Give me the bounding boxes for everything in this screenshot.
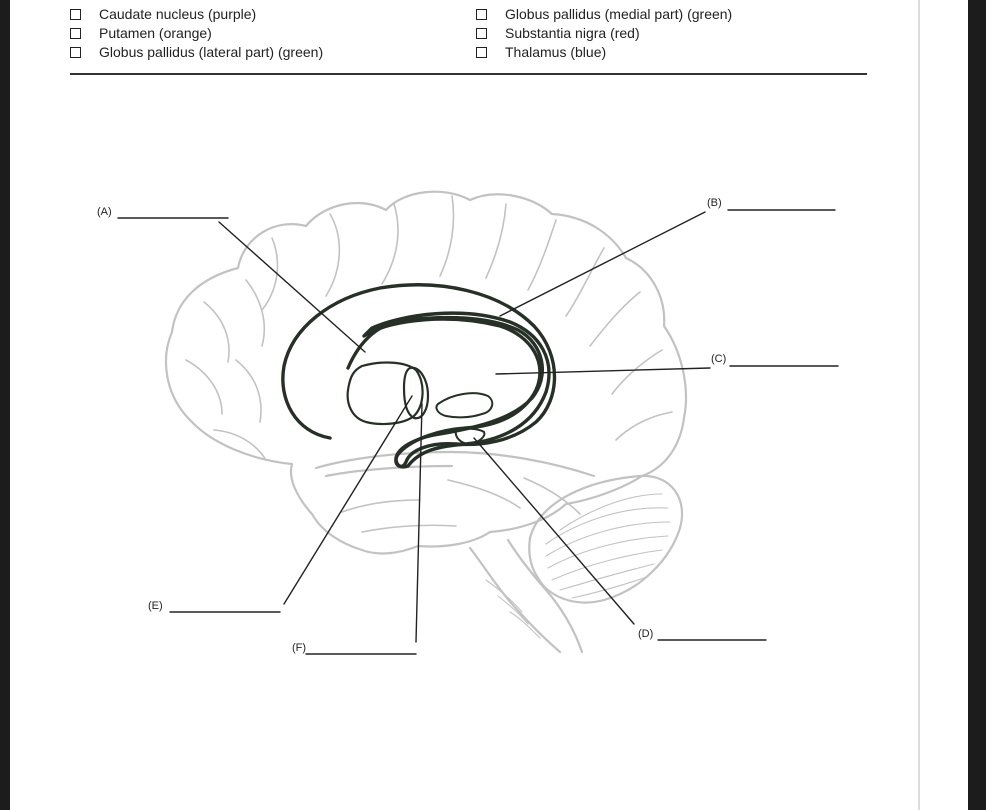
leader-line-e <box>283 395 413 605</box>
checkbox[interactable] <box>476 47 487 58</box>
checklist-left: Caudate nucleus (purple) Putamen (orange… <box>70 5 323 62</box>
checklist-item-label: Globus pallidus (medial part) (green) <box>505 6 733 22</box>
label-f: (F) <box>292 642 306 654</box>
gyri-lines <box>185 195 673 533</box>
checklist-right: Globus pallidus (medial part) (green) Su… <box>476 5 732 62</box>
checklist-item-substantia-nigra[interactable]: Substantia nigra (red) <box>476 24 732 43</box>
window-left-edge <box>0 0 10 810</box>
checklist-item-thalamus[interactable]: Thalamus (blue) <box>476 43 732 62</box>
leader-line-b <box>499 211 706 317</box>
section-divider <box>70 73 867 75</box>
checklist-item-putamen[interactable]: Putamen (orange) <box>70 24 323 43</box>
leader-line-f <box>415 403 423 643</box>
label-d: (D) <box>638 628 653 640</box>
leader-line-a <box>218 221 366 353</box>
page-border <box>918 0 920 810</box>
checklist-item-label: Substantia nigra (red) <box>505 25 640 41</box>
checklist-item-label: Putamen (orange) <box>99 25 212 41</box>
checklist-item-label: Caudate nucleus (purple) <box>99 6 257 22</box>
checkbox[interactable] <box>70 47 81 58</box>
brain-outline <box>164 190 688 654</box>
basal-ganglia <box>281 283 557 469</box>
thalamus-outline <box>435 392 494 419</box>
checklist-item-globus-medial[interactable]: Globus pallidus (medial part) (green) <box>476 5 732 24</box>
label-b: (B) <box>707 197 722 209</box>
leader-line-d <box>473 437 635 625</box>
globus-pallidus-outline <box>402 366 430 420</box>
label-e: (E) <box>148 600 163 612</box>
cerebrum-outline <box>164 190 688 555</box>
checklist-item-globus-lateral[interactable]: Globus pallidus (lateral part) (green) <box>70 43 323 62</box>
checkbox[interactable] <box>476 9 487 20</box>
leader-lines <box>117 209 839 655</box>
label-a: (A) <box>97 206 112 218</box>
lateral-ventricle-outline <box>281 283 557 469</box>
checkbox[interactable] <box>70 28 81 39</box>
brainstem-texture <box>485 579 541 639</box>
checklist-item-label: Thalamus (blue) <box>505 44 607 60</box>
checklist-item-caudate[interactable]: Caudate nucleus (purple) <box>70 5 323 24</box>
brainstem-outline <box>468 538 584 654</box>
checklist-item-label: Globus pallidus (lateral part) (green) <box>99 44 324 60</box>
window-right-edge <box>968 0 986 810</box>
caudate-nucleus-outline <box>362 311 551 469</box>
checkbox[interactable] <box>476 28 487 39</box>
cerebellum-outline <box>528 474 684 604</box>
label-c: (C) <box>711 353 726 365</box>
leader-line-c <box>495 367 711 375</box>
cerebellum-folia <box>545 493 671 599</box>
temporal-lobe-outline <box>314 450 596 478</box>
substantia-nigra-outline <box>454 427 486 445</box>
checkbox[interactable] <box>70 9 81 20</box>
sylvian-fissure <box>324 464 454 478</box>
